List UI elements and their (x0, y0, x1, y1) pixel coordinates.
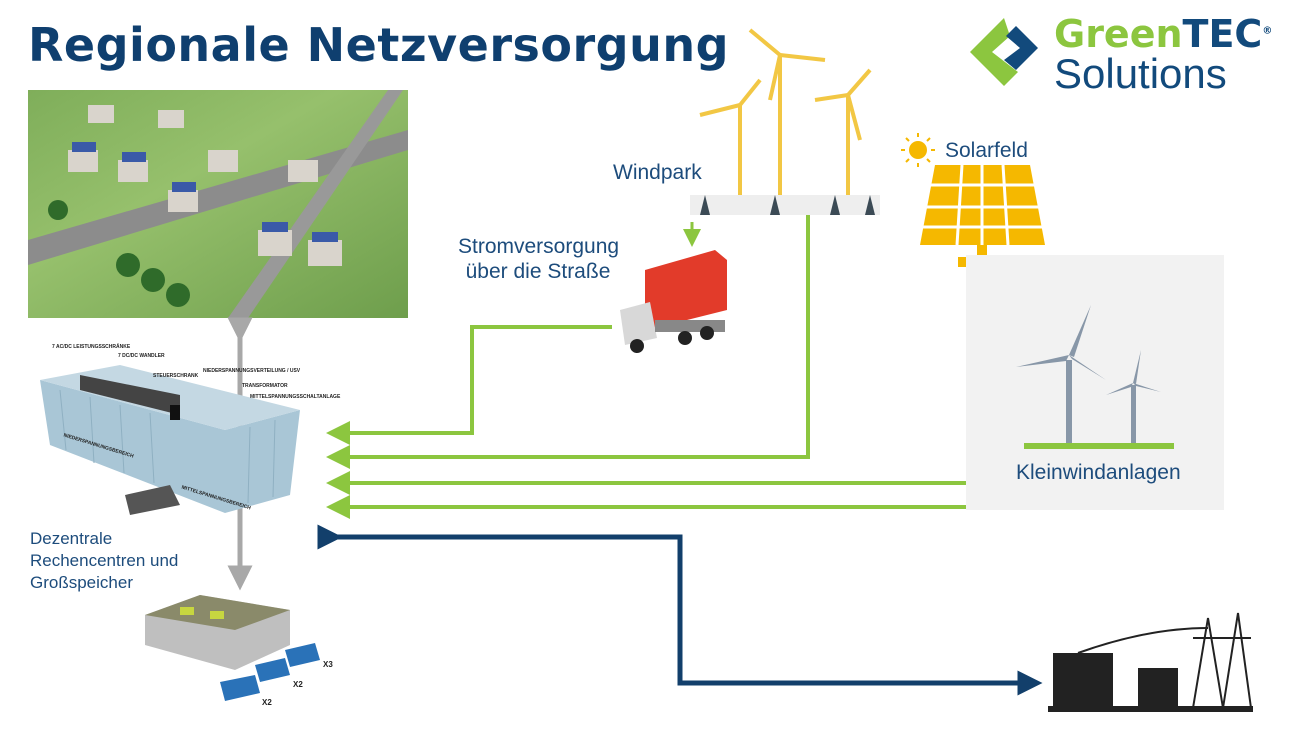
storage-label: X2 (293, 680, 303, 689)
label-line: Dezentrale (30, 529, 113, 548)
page-title: Regionale Netzversorgung (28, 18, 730, 72)
road-supply-label: Stromversorgung über die Straße (458, 234, 620, 284)
datacenter-label: Dezentrale Rechencentren und Großspeiche… (30, 528, 178, 594)
label-line: Großspeicher (30, 573, 133, 592)
storage-label: X2 (262, 698, 272, 707)
windpark-label: Windpark (613, 161, 702, 184)
residential-area-image (28, 90, 408, 318)
container-label: MITTELSPANNUNGSSCHALTANLAGE (250, 394, 341, 400)
solar-label: Solarfeld (945, 139, 1028, 162)
small-wind-label: Kleinwindanlagen (1016, 461, 1181, 484)
label-line: über die Straße (465, 260, 611, 283)
container-label: STEUERSCHRANK (153, 373, 199, 379)
container-image: 7 AC/DC LEISTUNGSSCHRÄNKE 7 DC/DC WANDLE… (30, 335, 340, 515)
container-label: TRANSFORMATOR (242, 383, 288, 389)
logo-sub-text: Solutions (1054, 50, 1227, 97)
registered-mark: ® (1262, 25, 1273, 37)
logo-mark-icon (970, 18, 1038, 86)
label-line: Rechencentren und (30, 551, 179, 570)
logo-green-text: Green (1054, 12, 1183, 56)
small-wind-image (966, 255, 1224, 510)
logo-blue-text: TEC (1182, 12, 1263, 56)
green-line-truck (326, 325, 612, 445)
container-label: 7 DC/DC WANDLER (118, 353, 165, 359)
truck-icon (615, 250, 730, 355)
container-label: NIEDERSPANNUNGSVERTEILUNG / USV (203, 368, 301, 374)
label-line: Stromversorgung (458, 235, 620, 258)
substation-icon (1048, 608, 1253, 713)
storage-label: X3 (323, 660, 333, 669)
blue-line-grid (317, 524, 1043, 696)
datacenter-storage-image: X3 X2 X2 (140, 585, 360, 715)
greentec-logo: GreenTEC® Solutions (962, 12, 1272, 97)
green-line-windpark (326, 215, 810, 469)
container-label: 7 AC/DC LEISTUNGSSCHRÄNKE (52, 344, 131, 350)
